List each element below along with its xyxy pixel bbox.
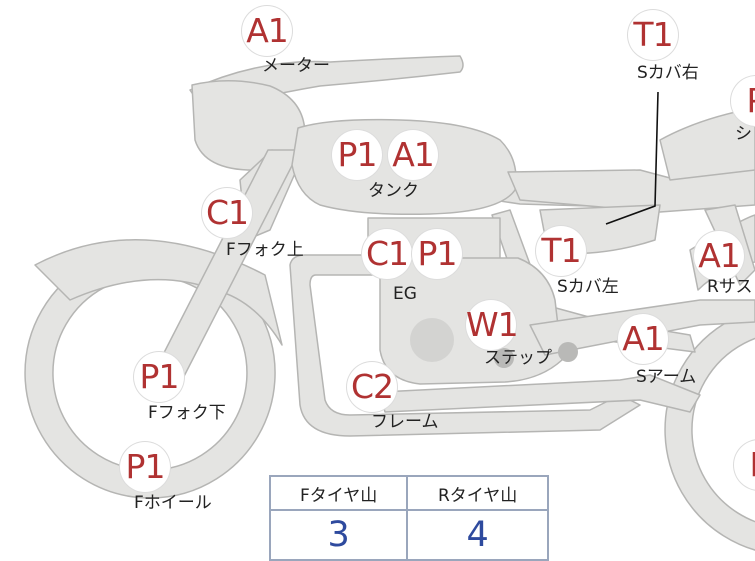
front-tire-header: Fタイヤ山: [268, 475, 409, 511]
scover-left-t1-badge: T1: [536, 226, 586, 276]
footpeg-right: [558, 342, 578, 362]
ffork-lower-label: Fフォク下: [148, 403, 226, 423]
eg-p1-badge: P1: [412, 229, 462, 279]
engine-cover: [410, 318, 454, 362]
eg-c1-badge: C1: [362, 229, 412, 279]
rear-wheel: [664, 309, 755, 551]
eg-label: EG: [393, 284, 417, 304]
tail-cowl: [659, 107, 755, 181]
frame-loop: [289, 254, 641, 437]
scover-left-label: Sカバ左: [557, 277, 619, 297]
frame-lower-rail: [379, 374, 701, 413]
tank-label: タンク: [368, 181, 419, 201]
tire-tread-table: Fタイヤ山 Rタイヤ山 3 4: [268, 475, 549, 561]
frame-c2-badge: C2: [347, 362, 397, 412]
scover-right-leader: [605, 91, 659, 225]
rsus-label: Rサス: [707, 277, 753, 297]
rwheel-p-badge: P: [734, 440, 755, 490]
meter-a1-badge: A1: [242, 6, 292, 56]
footpeg-left: [494, 348, 514, 368]
seat: [507, 167, 755, 213]
rear-tire-header: Rタイヤ山: [406, 475, 549, 511]
frame-label: フレーム: [371, 412, 439, 432]
fwheel-label: Fホイール: [134, 493, 212, 513]
ffork-lower-p1-badge: P1: [134, 352, 184, 402]
meter-label: メーター: [262, 56, 330, 76]
fwheel-p1-badge: P1: [120, 442, 170, 492]
tank-p1-badge: P1: [332, 130, 382, 180]
ffork-upper-label: Fフォク上: [226, 240, 304, 260]
seat-label: シ: [735, 124, 752, 144]
scover-right-t1-badge: T1: [628, 10, 678, 60]
tank-a1-badge: A1: [388, 130, 438, 180]
step-label: ステップ: [484, 348, 552, 368]
rear-tire-value: 4: [406, 509, 549, 561]
ffork-upper-c1-badge: C1: [202, 188, 252, 238]
sarm-a1-badge: A1: [618, 314, 668, 364]
scover-right-label: Sカバ右: [637, 63, 699, 83]
sarm-label: Sアーム: [636, 367, 697, 387]
front-tire-value: 3: [268, 509, 409, 561]
rsus-a1-badge: A1: [694, 231, 744, 281]
step-w1-badge: W1: [466, 300, 519, 350]
